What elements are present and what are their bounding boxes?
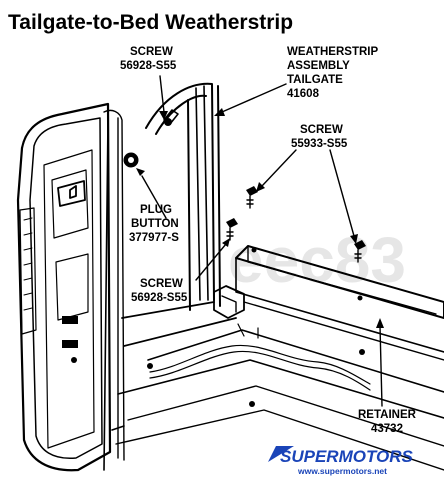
callout-plug-button: PLUG BUTTON 377977-S — [129, 204, 182, 244]
tailgate-drawing — [16, 102, 139, 472]
leader-lines — [136, 75, 384, 407]
screw-part-right — [246, 186, 366, 263]
watermark-text: eec83 — [228, 224, 406, 296]
bed-drawing — [115, 245, 444, 471]
logo-url: www.supermotors.net — [297, 466, 387, 476]
logo-brand: SUPERMOTORS — [280, 447, 414, 466]
callout-screw-right: SCREW 55933-S55 — [291, 124, 348, 150]
screw-part-top — [164, 118, 172, 126]
tailgate-slot-2 — [62, 340, 78, 348]
supermotors-logo: SUPERMOTORS www.supermotors.net — [268, 446, 414, 476]
callout-screw-top: SCREW 56928-S55 — [120, 46, 177, 72]
callout-retainer: RETAINER 43732 — [358, 409, 419, 435]
tailgate-slot-1 — [62, 316, 78, 324]
callout-weatherstrip: WEATHERSTRIP ASSEMBLY TAILGATE 41608 — [287, 46, 381, 100]
diagram-title: Tailgate-to-Bed Weatherstrip — [8, 11, 293, 34]
logo-swoosh-icon — [268, 446, 294, 462]
weatherstrip-drawing — [145, 82, 245, 319]
callout-screw-bottom: SCREW 56928-S55 — [131, 278, 188, 304]
